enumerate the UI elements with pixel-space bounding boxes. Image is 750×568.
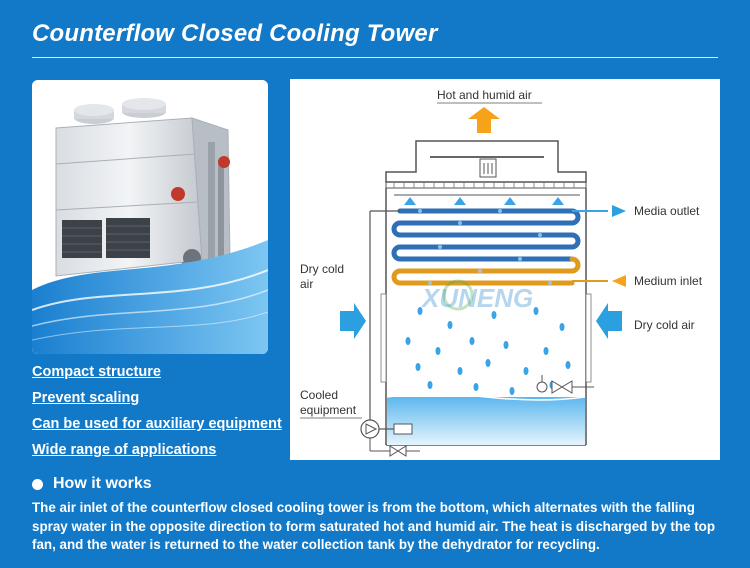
feature-item[interactable]: Prevent scaling	[32, 390, 140, 406]
how-it-works-description: The air inlet of the counterflow closed …	[32, 500, 716, 552]
dry-air-right-arrow	[596, 303, 622, 339]
brand-watermark: XUNENG	[420, 283, 533, 313]
how-it-works-heading: How it works	[32, 475, 152, 493]
label-hot-humid-air: Hot and humid air	[437, 88, 532, 102]
feature-item[interactable]: Compact structure	[32, 364, 161, 380]
how-heading-text: How it works	[53, 475, 152, 492]
water-collection-tank	[387, 397, 585, 445]
bullet-icon	[32, 478, 43, 490]
page-title: Counterflow Closed Cooling Tower	[32, 20, 438, 47]
feature-list: Compact structure Prevent scaling Can be…	[32, 363, 282, 467]
medium-inlet-arrow	[612, 275, 626, 287]
label-cooled: Cooled	[300, 388, 338, 402]
cooling-tower-diagram: Hot and humid air	[290, 79, 720, 460]
dry-air-left-arrow	[340, 303, 366, 339]
label-dry-cold-air-left-2: air	[300, 277, 313, 291]
label-media-outlet: Media outlet	[634, 204, 700, 218]
label-dry-cold-air-left: Dry cold	[300, 262, 344, 276]
fan-icon	[430, 156, 544, 178]
product-photo	[32, 80, 268, 354]
label-medium-inlet: Medium inlet	[634, 274, 703, 288]
feature-item[interactable]: Can be used for auxiliary equipment	[32, 416, 282, 432]
label-dry-cold-air-right: Dry cold air	[634, 318, 695, 332]
water-droplets	[405, 307, 571, 395]
title-divider	[32, 57, 718, 58]
label-cooled-equipment: equipment	[300, 403, 357, 417]
media-outlet-arrow	[612, 205, 626, 217]
feature-item[interactable]: Wide range of applications	[32, 442, 217, 458]
hot-air-up-arrow	[468, 107, 500, 133]
